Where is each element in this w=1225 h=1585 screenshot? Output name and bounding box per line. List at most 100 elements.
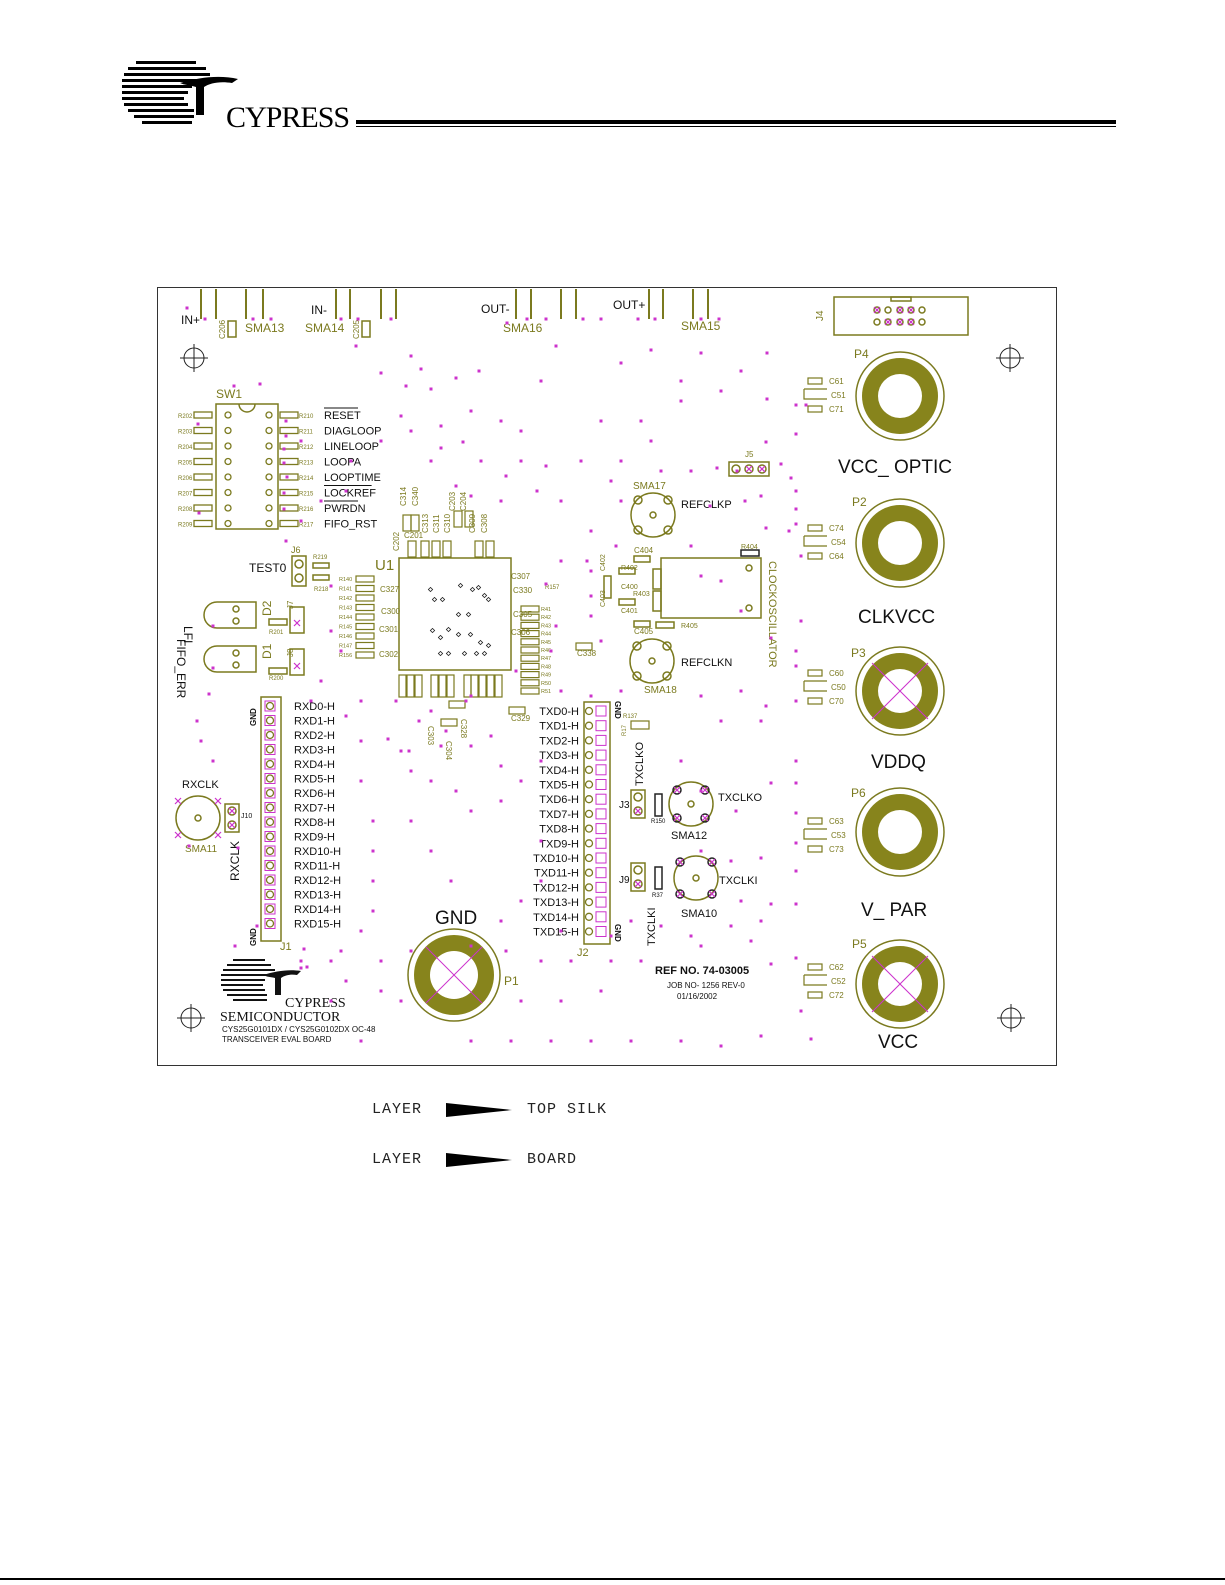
board-logo-sub: SEMICONDUCTOR xyxy=(220,1010,341,1025)
via xyxy=(794,522,798,526)
u1-left-resistor-label: R145 xyxy=(339,625,352,631)
via xyxy=(764,704,768,708)
via xyxy=(255,924,259,928)
j2-pin-pad xyxy=(584,736,594,745)
label-c329: C329 xyxy=(511,714,531,723)
cap-label: C62 xyxy=(829,963,844,972)
label-c202: C202 xyxy=(392,531,401,551)
via xyxy=(329,629,333,633)
capacitor xyxy=(494,674,503,698)
capacitor xyxy=(575,642,593,651)
j1-pin xyxy=(264,831,276,842)
j1-pin-pad xyxy=(265,875,275,885)
sw1-pin xyxy=(265,488,273,497)
label-txclko-vertical: TXCLKO xyxy=(634,742,646,786)
sw1-right-resistor-label: R216 xyxy=(299,507,314,513)
via xyxy=(293,619,301,627)
j2-pin-pad xyxy=(584,765,594,774)
via xyxy=(389,317,393,321)
capacitor xyxy=(803,535,827,547)
via xyxy=(356,317,360,321)
via xyxy=(636,317,640,321)
via xyxy=(708,504,712,508)
sw1-signal-label: FIFO_RST xyxy=(324,519,377,531)
label-r218: R218 xyxy=(314,587,329,593)
legend-word: LAYER xyxy=(372,1151,423,1168)
j2-signal-label: TXD10-H xyxy=(533,853,579,865)
j1-signal-label: RXD2-H xyxy=(294,730,335,742)
resistor xyxy=(355,613,375,621)
label-fifo-err: FIFO_ERR xyxy=(174,639,188,699)
board-date: 01/16/2002 xyxy=(677,992,718,1001)
via xyxy=(794,649,798,653)
resistor xyxy=(520,687,540,695)
pad-x-mark xyxy=(871,662,929,720)
via xyxy=(514,669,518,673)
u1-right-resistor-label: R51 xyxy=(541,689,551,695)
via xyxy=(371,909,375,913)
via xyxy=(439,446,443,450)
j1-pin xyxy=(264,802,276,813)
capacitor xyxy=(807,991,823,999)
j2-pin-pad xyxy=(584,839,594,848)
resistor xyxy=(355,575,375,583)
header-rule-thin xyxy=(356,126,1116,127)
gnd-pad-p1 xyxy=(407,928,501,1022)
sw1-left-resistor-label: R203 xyxy=(178,430,193,436)
sw1-left-resistor-label: R209 xyxy=(178,523,193,529)
cypress-logo-text: CYPRESS xyxy=(226,101,349,134)
via xyxy=(339,949,343,953)
via xyxy=(699,789,703,793)
capacitor xyxy=(807,669,823,677)
j1-signal-label: RXD12-H xyxy=(294,875,341,887)
via xyxy=(429,849,433,853)
sw1-right-resistor-label: R210 xyxy=(299,414,314,420)
via xyxy=(359,779,363,783)
via xyxy=(269,317,273,321)
via xyxy=(554,624,558,628)
u1-right-resistor-label: R46 xyxy=(541,648,551,654)
via xyxy=(739,369,743,373)
u1-right-resistor-label: R48 xyxy=(541,664,551,670)
j2-pin xyxy=(595,911,607,923)
via xyxy=(799,619,803,623)
via xyxy=(599,639,603,643)
label-c204: C204 xyxy=(459,491,468,511)
j2-pin-pad xyxy=(584,809,594,819)
cap-label: C53 xyxy=(831,831,846,840)
via xyxy=(873,306,881,314)
via xyxy=(769,902,773,906)
resistor xyxy=(193,473,213,481)
via xyxy=(429,709,433,713)
j1-pin xyxy=(264,729,276,741)
label-c300: C300 xyxy=(381,607,401,616)
j1-signal-label: RXD7-H xyxy=(294,803,335,815)
via xyxy=(371,819,375,823)
via xyxy=(701,786,709,794)
label-rxclk-vertical: RXCLK xyxy=(228,841,242,881)
j2-signal-label: TXD5-H xyxy=(539,780,579,792)
j2-pin-pad xyxy=(584,883,594,892)
label-c302: C302 xyxy=(379,650,399,659)
via xyxy=(589,569,593,573)
j2-signal-label: TXD9-H xyxy=(539,838,579,850)
capacitor xyxy=(406,674,415,698)
label-d1: D1 xyxy=(260,643,274,659)
u1-left-resistor-label: R147 xyxy=(339,644,352,650)
u1-pad xyxy=(437,634,444,641)
resistor xyxy=(520,670,540,679)
via xyxy=(284,539,288,543)
via xyxy=(554,344,558,348)
via xyxy=(284,419,288,423)
via xyxy=(659,924,663,928)
via xyxy=(285,475,289,479)
label-r17: R17 xyxy=(622,724,628,736)
label-c311: C311 xyxy=(432,514,441,533)
sw1-right-resistor-label: R213 xyxy=(299,461,314,467)
via xyxy=(649,348,653,352)
j2-pin-pad xyxy=(584,868,594,877)
u1-left-resistor-label: R142 xyxy=(339,596,352,602)
via xyxy=(299,959,303,963)
via xyxy=(499,919,503,923)
capacitor xyxy=(807,524,823,532)
